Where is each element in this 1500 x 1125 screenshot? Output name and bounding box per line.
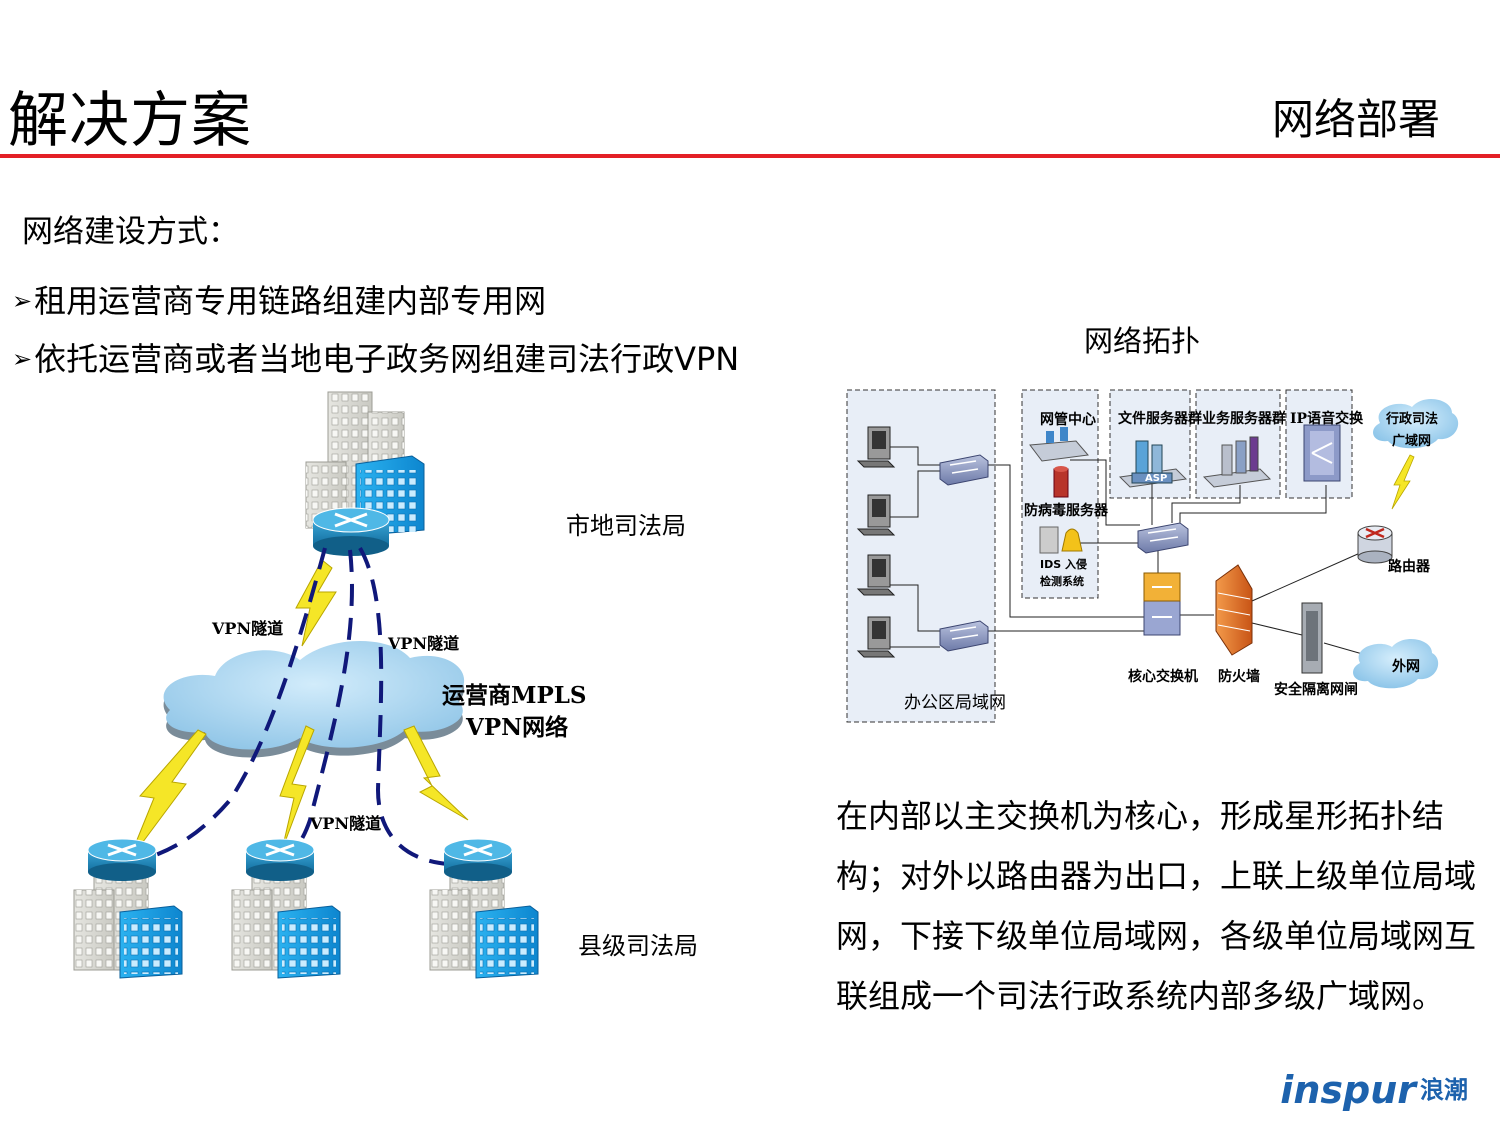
- topology-title: 网络拓扑: [1084, 324, 1201, 358]
- router-label: 路由器: [1388, 559, 1430, 575]
- description-text: 在内部以主交换机为核心，形成星形拓扑结构；对外以路由器为出口，上联上级单位局域网…: [836, 797, 1477, 1015]
- city-router-icon: [312, 507, 390, 556]
- logo-cn: 浪潮: [1420, 1076, 1468, 1104]
- wireless-link-icon: [127, 559, 469, 863]
- wan-label-line2: 广域网: [1392, 434, 1432, 449]
- bullet-item: ➢依托运营商或者当地电子政务网组建司法行政VPN: [12, 334, 739, 380]
- page-title: 解决方案: [8, 86, 252, 156]
- nms-server-icon: [1029, 427, 1089, 462]
- switch-icon: [939, 454, 989, 486]
- topology-links: [890, 446, 1381, 660]
- bullet-text: 租用运营商专用链路组建内部专用网: [34, 282, 547, 320]
- topology-panels: [846, 389, 1353, 723]
- antivirus-server-icon: [1053, 466, 1069, 498]
- county-building-icon: [73, 849, 183, 979]
- bullet-text: 依托运营商或者当地电子政务网组建司法行政VPN: [34, 340, 740, 378]
- pc-icon: [856, 494, 896, 536]
- file-servers-label: 文件服务器群: [1118, 411, 1202, 427]
- antivirus-server-label: 防病毒服务器: [1024, 503, 1108, 519]
- ip-voice-label: IP语音交换: [1290, 411, 1364, 427]
- business-server-group-icon: [1202, 436, 1272, 488]
- logo-brand: inspur: [1280, 1068, 1416, 1112]
- isolation-gateway-label: 安全隔离网闸: [1274, 682, 1358, 698]
- ip-voice-switch-icon: [1303, 424, 1341, 482]
- office-lan-label: 办公区局域网: [904, 693, 1006, 713]
- pc-icon: [856, 616, 896, 658]
- topology-diagram: [846, 389, 1459, 723]
- cloud-label-line2: VPN网络: [466, 714, 569, 741]
- wan-cloud-icon: [1373, 399, 1459, 449]
- vpn-tunnel-label: VPN隧道: [388, 634, 460, 653]
- pc-icon: [856, 554, 896, 596]
- bullet-item: ➢租用运营商专用链路组建内部专用网: [12, 276, 546, 322]
- city-bureau-label: 市地司法局: [566, 512, 686, 540]
- nms-center-label: 网管中心: [1040, 412, 1096, 428]
- core-switch-label: 核心交换机: [1128, 669, 1198, 685]
- core-switch-icon: [1143, 572, 1181, 636]
- internet-cloud-icon: [1353, 639, 1439, 689]
- firewall-label: 防火墙: [1218, 669, 1260, 685]
- arrow-bullet-icon: ➢: [12, 345, 33, 373]
- county-router-icon: [443, 838, 513, 881]
- business-servers-label: 业务服务器群: [1202, 411, 1286, 427]
- county-router-icon: [245, 838, 315, 881]
- vpn-tunnel-label: VPN隧道: [310, 814, 382, 833]
- firewall-icon: [1215, 564, 1253, 656]
- header-divider: [0, 154, 1500, 158]
- subheading: 网络建设方式：: [22, 214, 239, 250]
- ids-icon: [1039, 526, 1083, 554]
- ids-label-line1: IDS 入侵: [1040, 558, 1087, 571]
- wan-label-line1: 行政司法: [1386, 412, 1439, 427]
- vpn-diagram: [73, 391, 539, 979]
- pc-icon: [856, 426, 896, 468]
- switch-icon: [939, 620, 989, 652]
- section-title: 网络部署: [1271, 95, 1440, 144]
- switch-icon: [1137, 522, 1189, 554]
- mpls-cloud-icon: [163, 640, 465, 758]
- asp-label: ASP: [1145, 473, 1168, 484]
- county-bureau-label: 县级司法局: [578, 932, 698, 960]
- file-server-group-icon: [1118, 440, 1188, 488]
- vpn-tunnel-label: VPN隧道: [212, 619, 284, 638]
- cloud-label-line1: 运营商MPLS: [442, 682, 587, 709]
- ids-label-line2: 检测系统: [1040, 575, 1084, 588]
- wireless-link-icon: [1391, 454, 1415, 510]
- router-icon: [1357, 525, 1393, 564]
- county-router-icon: [87, 838, 157, 881]
- isolation-gateway-icon: [1301, 602, 1323, 674]
- external-net-label: 外网: [1392, 659, 1420, 675]
- arrow-bullet-icon: ➢: [12, 287, 33, 315]
